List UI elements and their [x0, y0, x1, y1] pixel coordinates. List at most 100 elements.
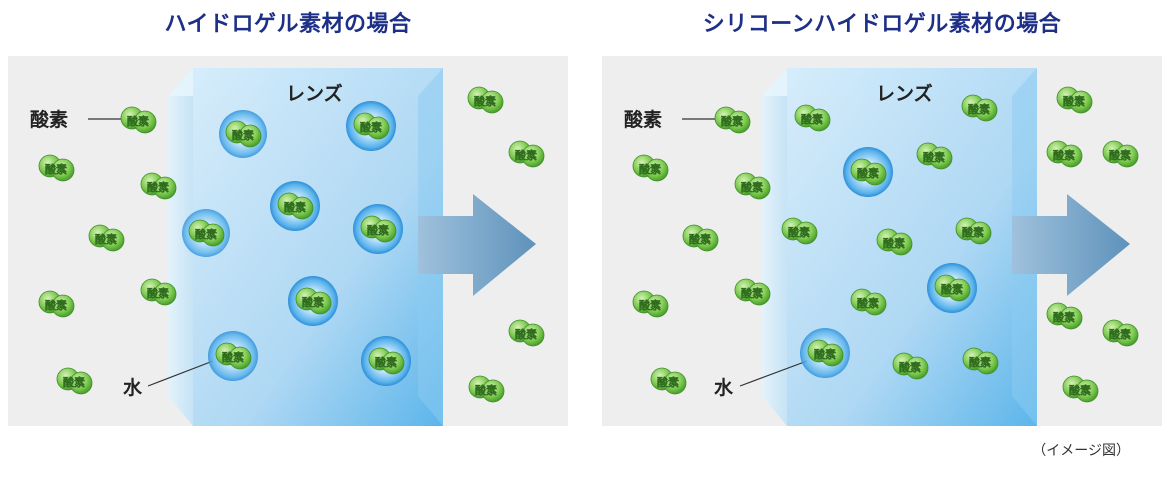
oxygen-molecule: 酸素: [38, 154, 75, 182]
image-caption: （イメージ図）: [1032, 443, 1130, 459]
molecule-label: 酸素: [284, 200, 306, 214]
water-label: 水: [123, 377, 143, 399]
oxygen-molecule: 酸素: [1046, 140, 1083, 168]
oxygen-molecule: 酸素: [934, 274, 971, 302]
lens-left-face: [762, 68, 787, 426]
molecule-label: 酸素: [941, 282, 963, 296]
oxygen-molecule: 酸素: [850, 158, 887, 186]
oxygen-molecule: 酸素: [140, 172, 177, 200]
oxygen-molecule: 酸素: [140, 278, 177, 306]
molecule-label: 酸素: [195, 227, 217, 241]
oxygen-molecule: 酸素: [850, 288, 887, 316]
hydrogel-diagram: レンズ 酸素 水 酸素 酸素 酸素 酸素 酸素 酸素: [30, 68, 545, 426]
oxygen-molecule: 酸素: [225, 120, 262, 148]
oxygen-molecule: 酸素: [714, 106, 751, 134]
oxygen-molecule: 酸素: [38, 290, 75, 318]
oxygen-molecule: 酸素: [794, 104, 831, 132]
molecule-label: 酸素: [788, 225, 810, 239]
molecule-label: 酸素: [1109, 148, 1131, 162]
molecule-label: 酸素: [222, 350, 244, 364]
molecule-label: 酸素: [801, 112, 823, 126]
oxygen-molecule: 酸素: [188, 219, 225, 247]
molecule-label: 酸素: [95, 232, 117, 246]
oxygen-molecule: 酸素: [892, 352, 929, 380]
molecule-label: 酸素: [1109, 327, 1131, 341]
molecule-label: 酸素: [814, 347, 836, 361]
diagram-stage: レンズ 酸素 水 酸素 酸素 酸素 酸素 酸素 酸素: [8, 56, 568, 426]
molecule-label: 酸素: [475, 383, 497, 397]
molecule-label: 酸素: [147, 180, 169, 194]
oxygen-molecule: 酸素: [467, 86, 504, 114]
panel-title: ハイドロゲル素材の場合: [164, 12, 412, 37]
molecule-label: 酸素: [962, 225, 984, 239]
molecule-label: 酸素: [63, 375, 85, 389]
oxygen-molecule: 酸素: [1102, 140, 1139, 168]
molecule-label: 酸素: [689, 232, 711, 246]
water-label: 水: [714, 377, 734, 399]
oxygen-molecule: 酸素: [508, 319, 545, 347]
oxygen-molecule: 酸素: [916, 142, 953, 170]
oxygen-molecule: 酸素: [360, 215, 397, 243]
oxygen-molecule: 酸素: [682, 224, 719, 252]
lens-label: レンズ: [876, 82, 933, 105]
molecule-label: 酸素: [923, 150, 945, 164]
oxygen-molecule: 酸素: [734, 278, 771, 306]
molecule-label: 酸素: [302, 295, 324, 309]
diagram-stage: レンズ 酸素 水 酸素 酸素 酸素 酸素 酸素 酸素 酸素 酸素 酸素 酸素 酸…: [602, 56, 1162, 426]
panel-title: シリコーンハイドロゲル素材の場合: [702, 12, 1062, 37]
oxygen-molecule: 酸素: [277, 192, 314, 220]
oxygen-molecule: 酸素: [1062, 375, 1099, 403]
oxygen-label: 酸素: [624, 108, 662, 131]
molecule-label: 酸素: [857, 166, 879, 180]
molecule-label: 酸素: [367, 223, 389, 237]
panel-hydrogel: ハイドロゲル素材の場合: [8, 0, 568, 440]
molecule-label: 酸素: [741, 286, 763, 300]
oxygen-molecule: 酸素: [468, 375, 505, 403]
water-leader-line: [147, 360, 214, 387]
oxygen-molecule: 酸素: [876, 228, 913, 256]
molecule-label: 酸素: [127, 114, 149, 128]
molecule-label: 酸素: [515, 327, 537, 341]
oxygen-label: 酸素: [30, 108, 68, 131]
oxygen-molecule: 酸素: [962, 347, 999, 375]
oxygen-molecule: 酸素: [88, 224, 125, 252]
molecule-label: 酸素: [1053, 310, 1075, 324]
molecule-label: 酸素: [969, 355, 991, 369]
oxygen-molecule: 酸素: [215, 342, 252, 370]
oxygen-molecule: 酸素: [632, 290, 669, 318]
molecule-label: 酸素: [657, 375, 679, 389]
oxygen-molecule: 酸素: [295, 287, 332, 315]
oxygen-molecule: 酸素: [632, 154, 669, 182]
molecule-label: 酸素: [360, 120, 382, 134]
oxygen-molecule: 酸素: [508, 140, 545, 168]
oxygen-molecules: 酸素 酸素 酸素 酸素 酸素 酸素 酸素 酸素 酸素 酸素 酸素 酸素 酸素 酸…: [38, 86, 545, 403]
lens-left-face: [168, 68, 193, 426]
molecule-label: 酸素: [232, 128, 254, 142]
molecule-label: 酸素: [639, 162, 661, 176]
water-leader-line: [739, 360, 808, 387]
oxygen-molecule: 酸素: [650, 367, 687, 395]
panel-silicone-hydrogel: シリコーンハイドロゲル素材の場合: [602, 0, 1162, 440]
molecule-label: 酸素: [147, 286, 169, 300]
oxygen-molecule: 酸素: [353, 112, 390, 140]
molecule-label: 酸素: [899, 360, 921, 374]
right-arrow-icon: [1012, 194, 1130, 296]
molecule-label: 酸素: [857, 296, 879, 310]
molecule-label: 酸素: [968, 102, 990, 116]
oxygen-molecule: 酸素: [1046, 302, 1083, 330]
molecule-label: 酸素: [1053, 148, 1075, 162]
molecule-label: 酸素: [375, 355, 397, 369]
oxygen-molecule: 酸素: [1056, 86, 1093, 114]
silicone-hydrogel-diagram: レンズ 酸素 水 酸素 酸素 酸素 酸素 酸素 酸素 酸素 酸素 酸素 酸素 酸…: [624, 68, 1139, 426]
molecule-label: 酸素: [1063, 94, 1085, 108]
oxygen-molecule: 酸素: [961, 94, 998, 122]
oxygen-molecule: 酸素: [955, 217, 992, 245]
oxygen-molecule: 酸素: [56, 367, 93, 395]
molecule-label: 酸素: [45, 162, 67, 176]
oxygen-molecule: 酸素: [368, 347, 405, 375]
oxygen-molecule: 酸素: [120, 106, 157, 134]
molecule-label: 酸素: [515, 148, 537, 162]
molecule-label: 酸素: [741, 180, 763, 194]
molecule-label: 酸素: [45, 298, 67, 312]
oxygen-molecule: 酸素: [781, 217, 818, 245]
